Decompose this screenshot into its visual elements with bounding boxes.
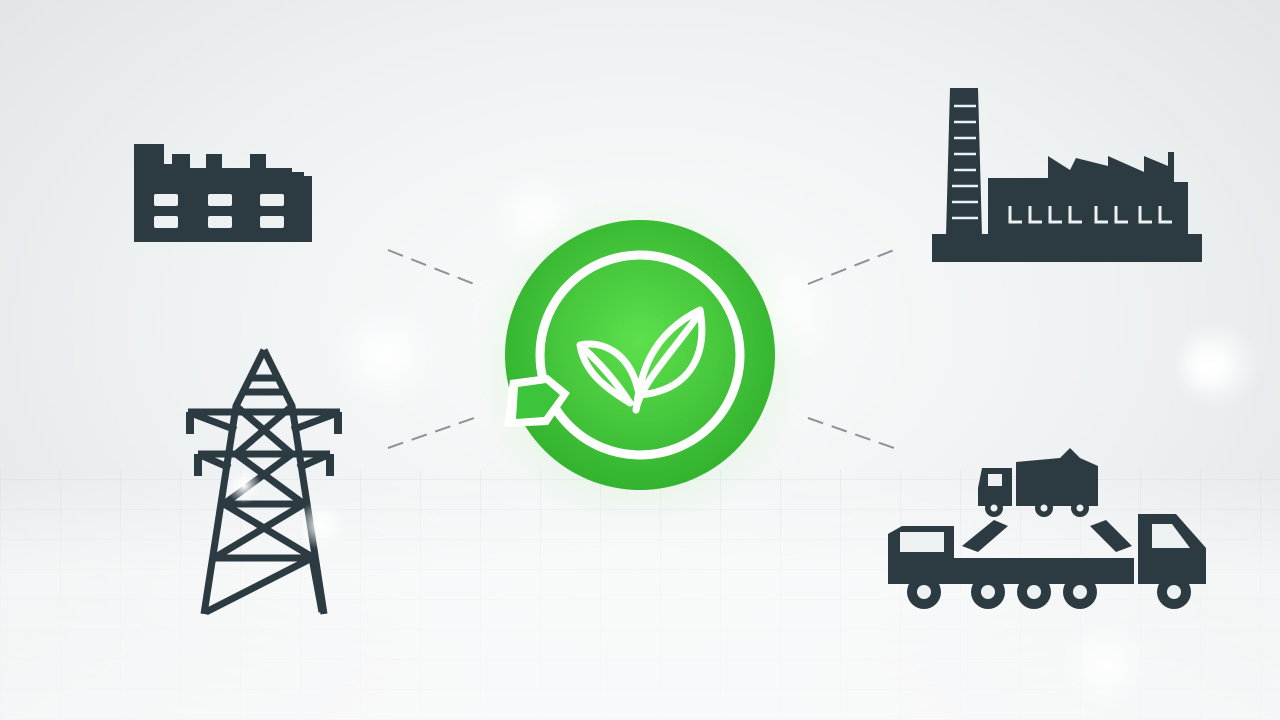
connector-line-bottom-right	[807, 417, 895, 449]
connector-line-bottom-left	[387, 417, 475, 449]
factory-icon	[134, 144, 312, 242]
trucks-icon	[888, 448, 1206, 609]
connector-line-top-right	[807, 249, 895, 285]
crane-arm-icon	[962, 520, 1132, 552]
leaf-eco-icon	[576, 306, 706, 414]
dump-truck-icon	[978, 448, 1098, 517]
power-plant-icon	[932, 88, 1202, 262]
connector-line-top-left	[387, 249, 475, 285]
transmission-tower-icon	[186, 348, 342, 616]
hub-eco-badge	[504, 220, 775, 490]
